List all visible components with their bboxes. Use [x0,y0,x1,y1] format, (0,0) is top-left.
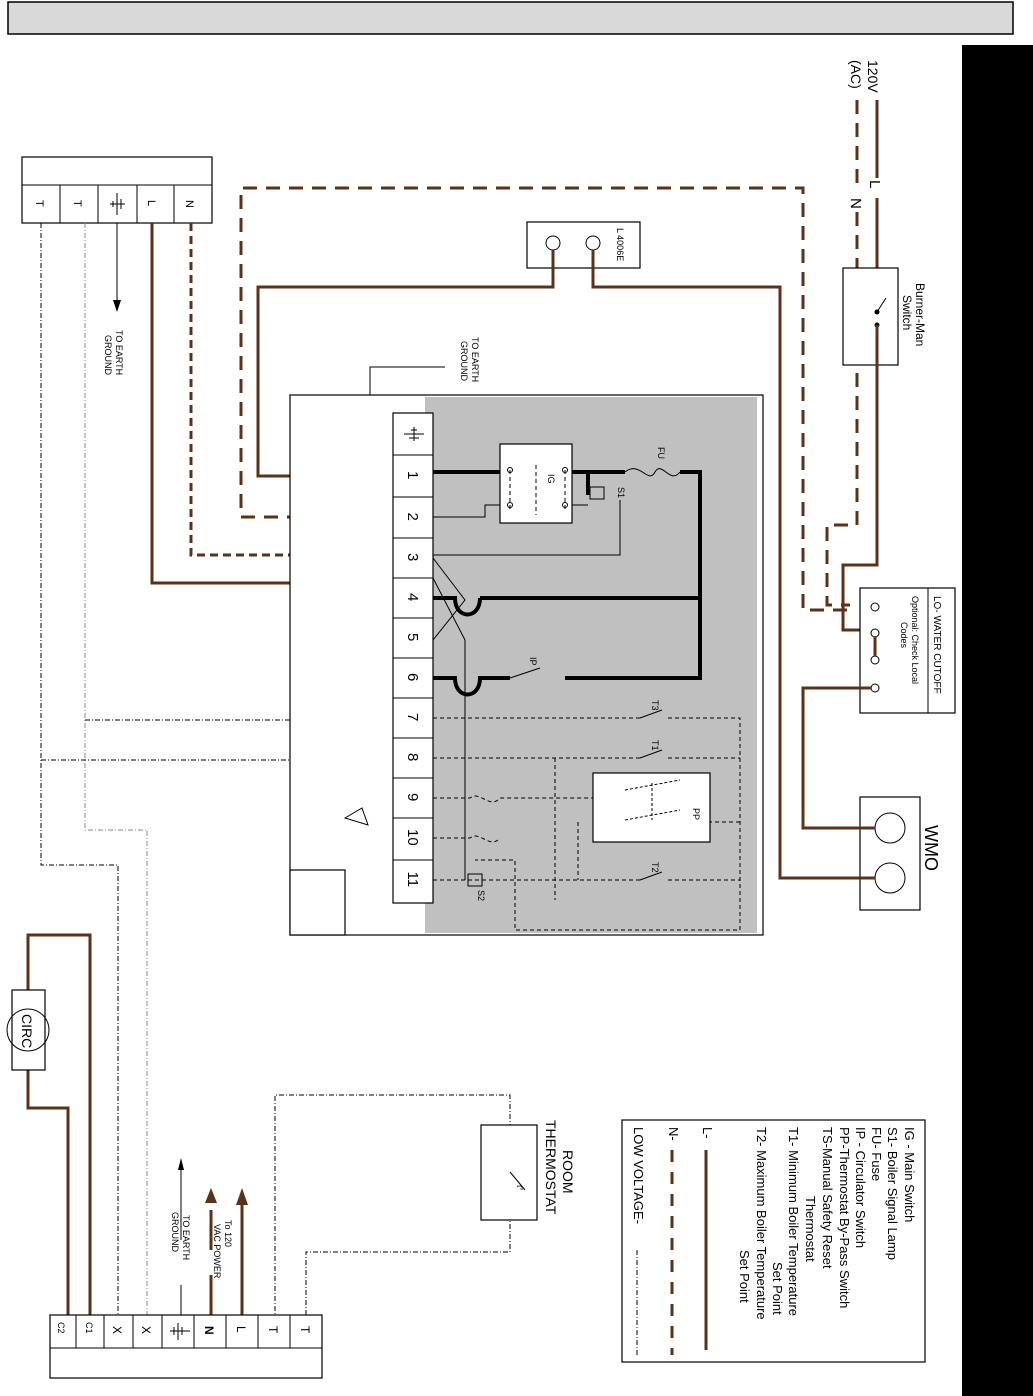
terminal-block-bottom: C2 C1 X X N L T T [49,1314,323,1379]
earth-label-2: GROUND [459,341,469,381]
earth-label: TO EARTH [470,337,480,382]
control-panel: 1 2 3 4 5 6 7 8 9 10 11 IG FU S1 IP T3 T1 PP T2 [289,394,764,936]
lo-water-cutoff: LO- WATER CUTOFF Optional: Check Local C… [859,587,956,714]
line-label: L [866,180,883,188]
ac-label: (AC) [848,60,864,89]
earth-label-2: GROUND [103,335,113,375]
terminal-3: 3 [404,553,421,561]
terminal-7: 7 [404,713,421,721]
terminal-8: 8 [404,753,421,761]
legend-n: N- [666,1127,681,1141]
ip-label: IP [528,657,538,666]
legend-item: IG - Main Switch [902,1127,917,1222]
wire-nut-icon [343,807,369,826]
terminal-11: 11 [404,872,421,888]
lwco-title: LO- WATER CUTOFF [931,596,942,694]
t1-label: T1 [650,740,660,751]
terminal-c1: C1 [84,1322,94,1334]
s1-label: S1 [616,487,626,498]
room-thermostat: t° ROOM THERMOSTAT [274,1094,576,1315]
legend-item: Set Point [737,1250,752,1303]
burner-man-switch: Burner-Man Switch [841,267,927,632]
legend-item: PP-Thermostat By-Pass Switch [837,1127,852,1308]
legend-item: T1- Minimum Boiler Temperature [786,1127,801,1316]
lwco-note-2: Codes [899,622,909,649]
thermostat-symbol: t° [515,1185,524,1190]
burner-switch-label: Burner-Man [913,283,927,346]
voltage-label: 120V [865,60,881,93]
terminal-t: T [298,1326,312,1334]
terminal-6: 6 [404,673,421,681]
legend-item: Set Point [770,1262,785,1315]
arrow-icon [113,300,121,312]
terminal-2: 2 [404,513,421,521]
circulator: CIRC [6,933,92,1315]
ground-icon [404,427,424,441]
header-bar [7,1,1014,35]
t2-label: T2 [650,862,660,873]
terminal-x: X [110,1326,124,1334]
lwco-note: Optional: Check Local [910,596,920,684]
legend-low-voltage: LOW VOLTAGE- [631,1127,646,1224]
terminal-t: T [71,200,83,207]
neutral-label: N [847,198,864,209]
s2-label: S2 [476,890,486,901]
terminal-n: N [202,1326,216,1335]
earth-label: TO EARTH [181,1215,191,1260]
earth-label-2: GROUND [170,1212,180,1252]
fu-label: FU [656,447,666,459]
room-thermostat-label-2: THERMOSTAT [543,1120,559,1215]
terminal-9: 9 [404,793,421,801]
earth-label: TO EARTH [114,330,124,375]
legend-item: IP - Circulator Switch [853,1127,868,1248]
pp-label: PP [691,808,701,820]
legend-item: T2- Maximum Boiler Temperature [754,1127,769,1320]
legend-l: L- [700,1127,715,1139]
t3-label: T3 [650,700,660,711]
terminal-dividers [393,454,433,861]
circ-label: CIRC [19,1014,35,1048]
terminal-c2: C2 [56,1322,66,1334]
terminal-l: L [145,200,157,206]
wmo: WMO [801,686,941,911]
l4006e-label: L 4006E [615,228,625,261]
terminal-n: N [183,200,195,208]
terminal-x: X [139,1326,153,1334]
ground-icon [110,193,125,215]
terminal-t: T [33,200,45,207]
power-label-2: VAC POWER [212,1224,222,1279]
terminal-block-top: T T L N TO EARTH GROUND [21,156,213,375]
wmo-label: WMO [921,825,941,871]
terminal-10: 10 [404,829,421,846]
legend-item: S1- Boiler Signal Lamp [885,1127,900,1260]
burner-switch-label-2: Switch [900,295,914,330]
legend-item: Thermostat [803,1196,818,1262]
legend-item: TS-Manual Safety Reset [820,1127,835,1269]
terminal-4: 4 [404,593,421,601]
room-thermostat-label: ROOM [560,1150,576,1194]
sidebar-tab [962,45,1033,1396]
terminal-1: 1 [404,471,421,479]
legend-item: FU- Fuse [869,1127,884,1181]
ig-label: IG [546,474,556,484]
terminal-5: 5 [404,633,421,641]
terminal-l: L [234,1326,248,1333]
terminal-t: T [266,1326,280,1334]
ground-icon [170,1323,190,1340]
power-label: To 120 [223,1220,233,1247]
